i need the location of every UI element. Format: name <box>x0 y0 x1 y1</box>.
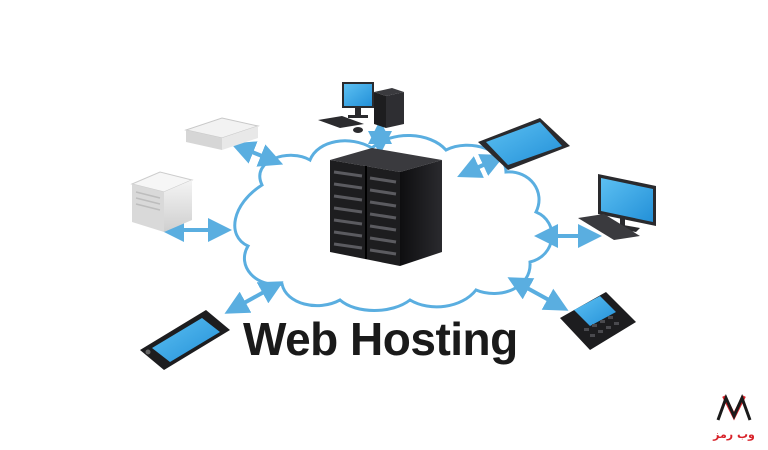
diagram-title: Web Hosting <box>243 313 518 365</box>
desktop-computer-icon <box>318 82 404 133</box>
arrow-blackberry <box>507 277 569 311</box>
network-appliance-icon <box>184 117 260 150</box>
tower-server-icon <box>130 171 194 232</box>
logo-text: وب رمز <box>712 428 755 441</box>
server-rack-icon <box>330 148 442 266</box>
connection-arrows <box>160 120 602 314</box>
tablet-icon <box>478 118 570 170</box>
arrow-tablet <box>457 154 505 178</box>
smartphone-keyboard-icon <box>560 292 636 350</box>
monitor-keyboard-icon <box>578 174 656 240</box>
arrow-phone <box>224 281 284 314</box>
arrow-appliance <box>230 141 284 167</box>
smartphone-icon <box>140 310 230 370</box>
wm-monogram-icon: وب رمز <box>712 393 755 441</box>
